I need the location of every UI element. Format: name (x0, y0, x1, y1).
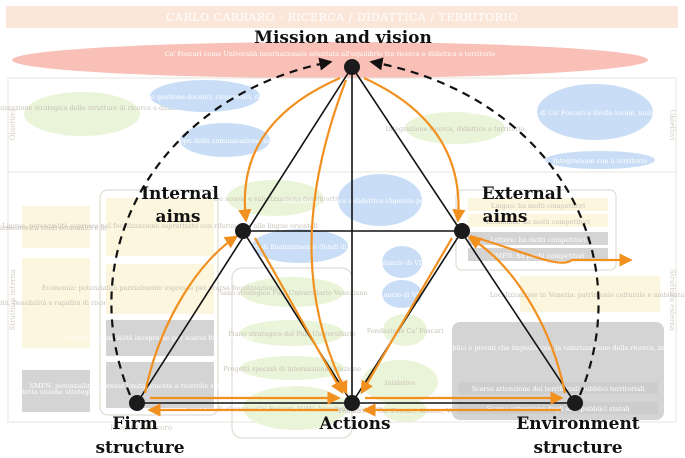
node-actions (344, 395, 360, 411)
external-text-7: Scarsa attenzione dei territoriali pubbl… (472, 385, 645, 393)
structure-frame (7, 171, 677, 423)
goals-frame (7, 77, 677, 173)
internal-box-3 (22, 370, 90, 412)
action-ellipse-6 (240, 356, 344, 380)
action-text-9: Lancio di VIU (379, 291, 425, 299)
goal-ellipse-3 (180, 123, 270, 157)
external-box-3 (468, 232, 608, 245)
side-label-right-bottom: Struttura esterna (668, 269, 676, 331)
internal-text-1: Tradizione storica studi economici e lin… (0, 224, 133, 232)
side-label-bottom: Progetti di lavoro (110, 424, 172, 432)
action-text-2: Valutazione ricerca e didattica (Agenzia… (281, 197, 477, 205)
external-text-6: Opportunità culturali e di interazione d… (281, 343, 685, 352)
action-text-1: Gestione scuole e valorizzazione dei dip… (194, 195, 356, 203)
external-box-5 (520, 276, 660, 312)
node-firm-structure (129, 395, 145, 411)
internal-text-3: Ridotta visione strategica (14, 388, 99, 396)
label-environment-1: Environment (516, 414, 639, 434)
internal-box-6 (106, 320, 214, 356)
node-external-aims (454, 223, 470, 239)
action-text-8: Rilancio di VIU (377, 259, 427, 267)
external-text-2: Economia: ha molti competitori (486, 218, 590, 226)
side-label-left-bottom: Struttura interna (9, 269, 17, 330)
internal-text-5: Economia: potenzialità parzialmente espr… (42, 283, 279, 292)
arrow-mission-to-actions (310, 79, 348, 395)
action-ellipse-5 (240, 320, 344, 346)
external-box-4 (468, 248, 608, 261)
arrow-external-to-environment-box (469, 234, 633, 267)
action-ellipse-8 (382, 246, 422, 278)
action-text-3: Strumenti di finanziamento (fondi di ate… (227, 243, 374, 251)
header-band (6, 6, 678, 28)
external-text-4: SMFN: ha pochi competitori (491, 252, 585, 260)
action-text-5: Piano strategico del Polo Universitario (228, 330, 355, 338)
action-text-4: Piano strategico Polo Universitario Vene… (217, 289, 368, 297)
external-text-5: Localizzazione in Venezia: patrimonio cu… (490, 291, 685, 299)
node-environment-structure (567, 395, 583, 411)
arrow-mission-to-external (363, 76, 466, 223)
label-environment-2: structure (533, 438, 622, 458)
action-text-11: Iniziative (385, 379, 416, 387)
mission-banner-text: Ca' Foscari come Università internaziona… (165, 49, 495, 58)
node-mission (344, 59, 360, 75)
action-ellipse-4 (240, 277, 344, 307)
label-actions: Actions (318, 414, 390, 434)
label-firm-1: Firm (112, 414, 157, 434)
side-label-right-top: Obiettivi (668, 110, 676, 141)
goal-text-6: Integrazione con il territorio (553, 157, 647, 165)
internal-box-1 (22, 206, 90, 248)
dashed-arrow-firm-to-mission (110, 57, 333, 396)
internal-text-4: Lingue: potenzialità espresse nel focali… (2, 221, 318, 230)
goal-ellipse-2 (150, 80, 260, 112)
action-ellipse-11 (362, 360, 438, 404)
arrow-external-to-actions (360, 237, 453, 395)
edge-internal-actions (242, 230, 353, 404)
external-box-6 (452, 322, 664, 420)
action-ellipse-2 (338, 174, 422, 226)
header-title: CARLO CARRARO - RICERCA / DIDATTICA / TE… (166, 11, 518, 24)
label-internal-2: aims (155, 207, 200, 227)
external-box-7 (458, 382, 658, 394)
internal-box-5 (106, 264, 214, 314)
goal-text-3: Sviluppo della comunicazione interna (163, 137, 287, 145)
goal-ellipse-6 (545, 151, 655, 169)
internal-text-2: Dinamismo: rapidità, adattabilità, fless… (0, 298, 213, 307)
dashed-arrow-environment-to-mission (369, 57, 600, 396)
label-internal-1: Internal (141, 184, 219, 204)
goal-text-5: Migliorare la visibilità di Ca' Foscari … (465, 108, 685, 117)
triangle-lines (136, 66, 576, 404)
internal-text-7: SMFN: potenzialità espresse limitatament… (30, 381, 291, 390)
internal-text-6: Lettere: potenzialità inespresse per sca… (66, 333, 255, 342)
internal-box-2 (22, 258, 90, 348)
label-external-1: External (482, 184, 563, 204)
label-firm-2: structure (95, 438, 184, 458)
side-label-left-top: Obiettivi (9, 109, 17, 140)
goal-ellipse-5 (537, 84, 653, 140)
goal-ellipse-4 (405, 112, 505, 144)
external-text-1: Lingue: ha molti competitori (491, 202, 585, 210)
goal-text-2: Politiche gestione docenti, ricercatori,… (126, 93, 283, 101)
action-ellipse-9 (382, 280, 422, 308)
goal-text-1: Riorganizzazione strategica delle strutt… (0, 104, 188, 112)
arrow-firm-to-internal (143, 235, 239, 394)
action-text-10: Fondazione Ca' Foscari (367, 327, 444, 335)
arrow-environment-to-external (467, 236, 567, 394)
internal-box-7 (106, 362, 214, 408)
label-mission: Mission and vision (254, 28, 432, 48)
action-ellipse-1 (227, 180, 323, 216)
arrow-internal-to-actions (254, 237, 344, 395)
arrow-mission-to-internal (238, 76, 341, 223)
goal-text-4: Integrazione ricerca, didattica e territ… (386, 125, 525, 133)
node-internal-aims (235, 223, 251, 239)
external-text-3: Lettere: ha molti competitori (490, 236, 586, 244)
action-ellipse-3 (252, 229, 348, 263)
action-text-6: Progetti speciali di internazionalizzazi… (223, 365, 361, 373)
goal-ellipse-1 (24, 92, 140, 136)
external-box-2 (468, 214, 608, 227)
orange-arrows (143, 76, 633, 417)
label-external-2: aims (482, 207, 527, 227)
